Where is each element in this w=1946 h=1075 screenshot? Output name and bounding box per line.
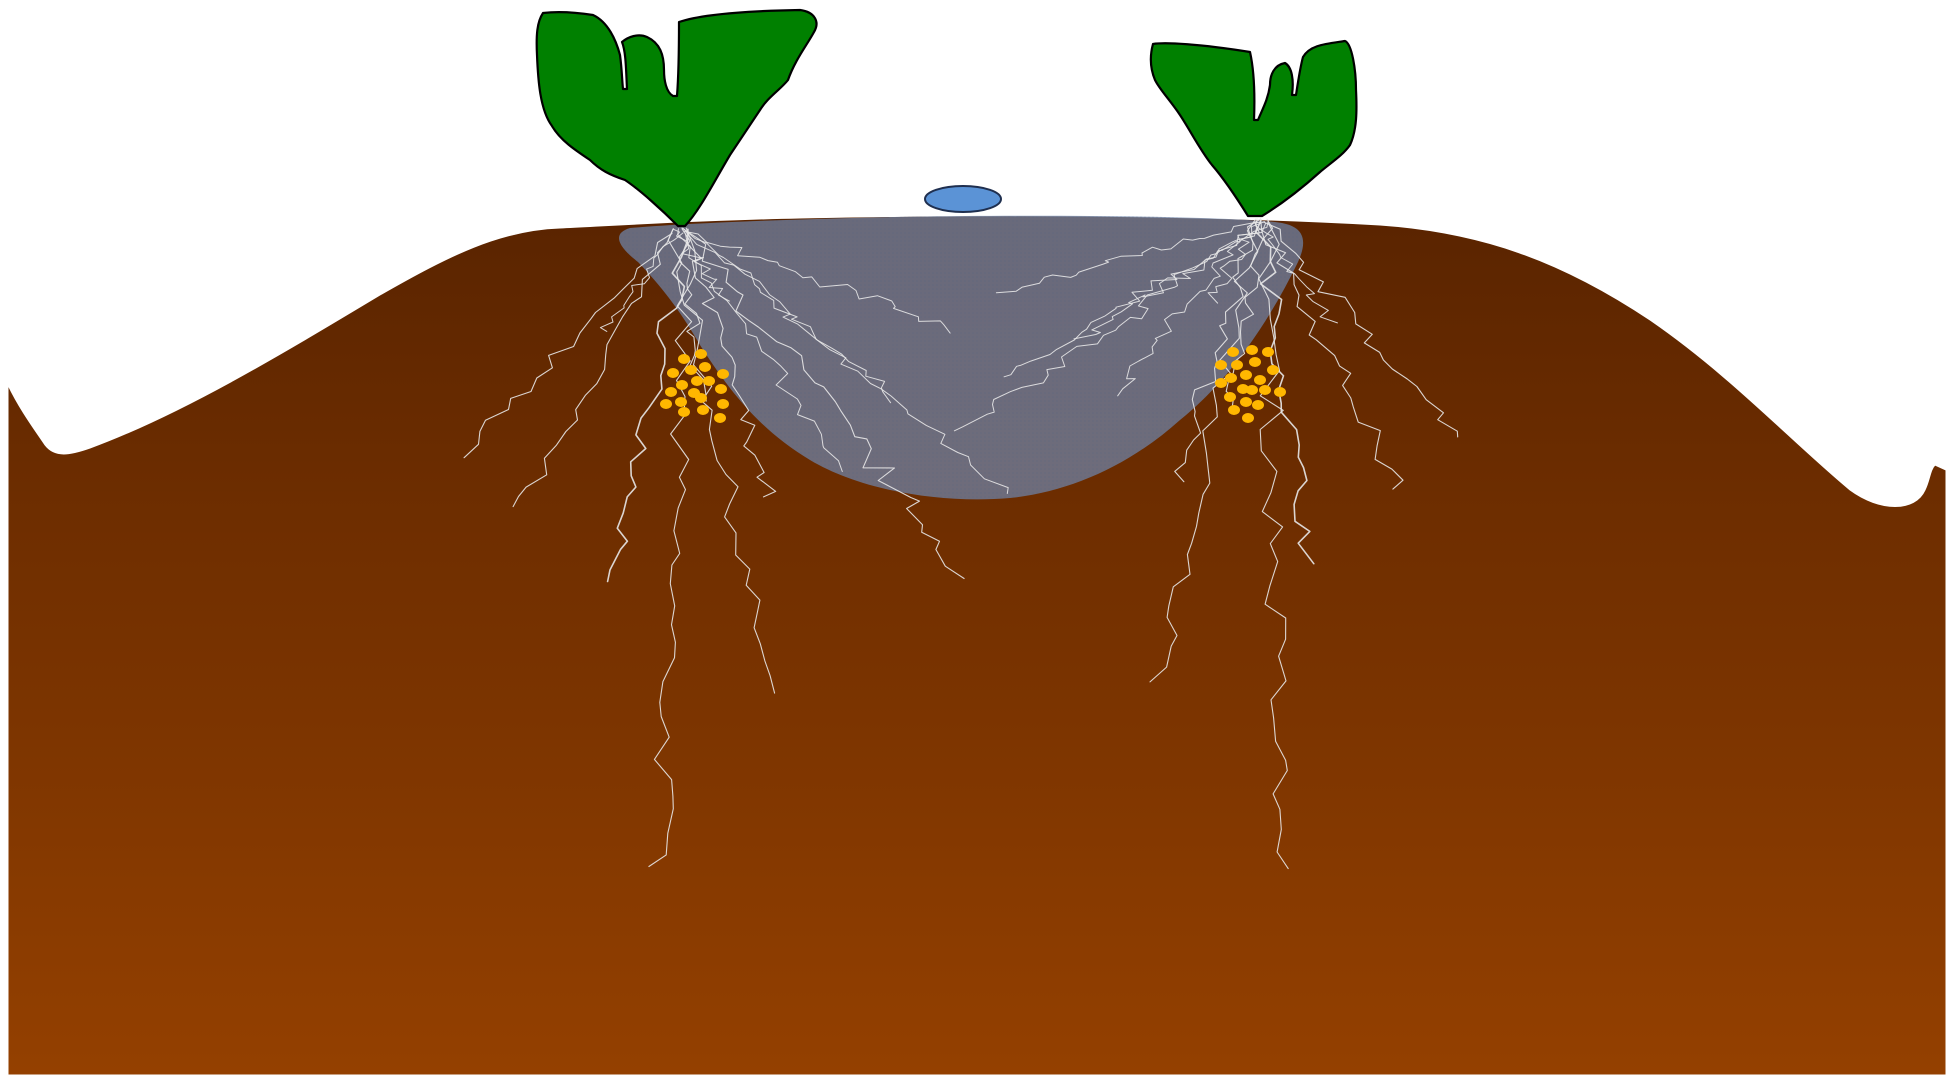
nutrient-dot [1254,375,1266,385]
nutrient-dot [697,405,709,415]
nutrient-dot [1252,400,1264,410]
nutrient-dot [678,407,690,417]
nutrient-dot [1215,378,1227,388]
nutrient-dot [695,393,707,403]
nutrient-dot [660,399,672,409]
nutrient-dot [675,397,687,407]
nutrient-dot [1267,365,1279,375]
nutrient-dot [678,354,690,364]
nutrient-dot [1240,370,1252,380]
nutrient-dot [1249,357,1261,367]
nutrient-dot [715,384,727,394]
nutrient-dot [676,380,688,390]
nutrient-dot [1231,360,1243,370]
nutrient-dot [695,349,707,359]
plant-icon [1151,41,1357,216]
nutrient-dot [1227,347,1239,357]
nutrient-dot [1262,347,1274,357]
nutrient-dot [665,387,677,397]
nutrient-dot [714,413,726,423]
nutrient-dot [1228,405,1240,415]
nutrient-dot [691,376,703,386]
nutrient-dot [1246,385,1258,395]
nutrient-dot [699,362,711,372]
plant-icon [537,10,817,226]
nutrient-dot [1240,397,1252,407]
nutrient-dot [1259,385,1271,395]
drip-emitter-icon [925,186,1001,212]
nutrient-dot [1242,413,1254,423]
nutrient-dot [717,369,729,379]
nutrient-dot [1274,387,1286,397]
nutrient-dot [1224,392,1236,402]
nutrient-dot [1225,373,1237,383]
nutrient-dot [717,399,729,409]
nutrient-dot [685,365,697,375]
nutrient-dot [1246,345,1258,355]
nutrient-dot [1215,360,1227,370]
nutrient-dot [703,376,715,386]
nutrient-dot [667,368,679,378]
